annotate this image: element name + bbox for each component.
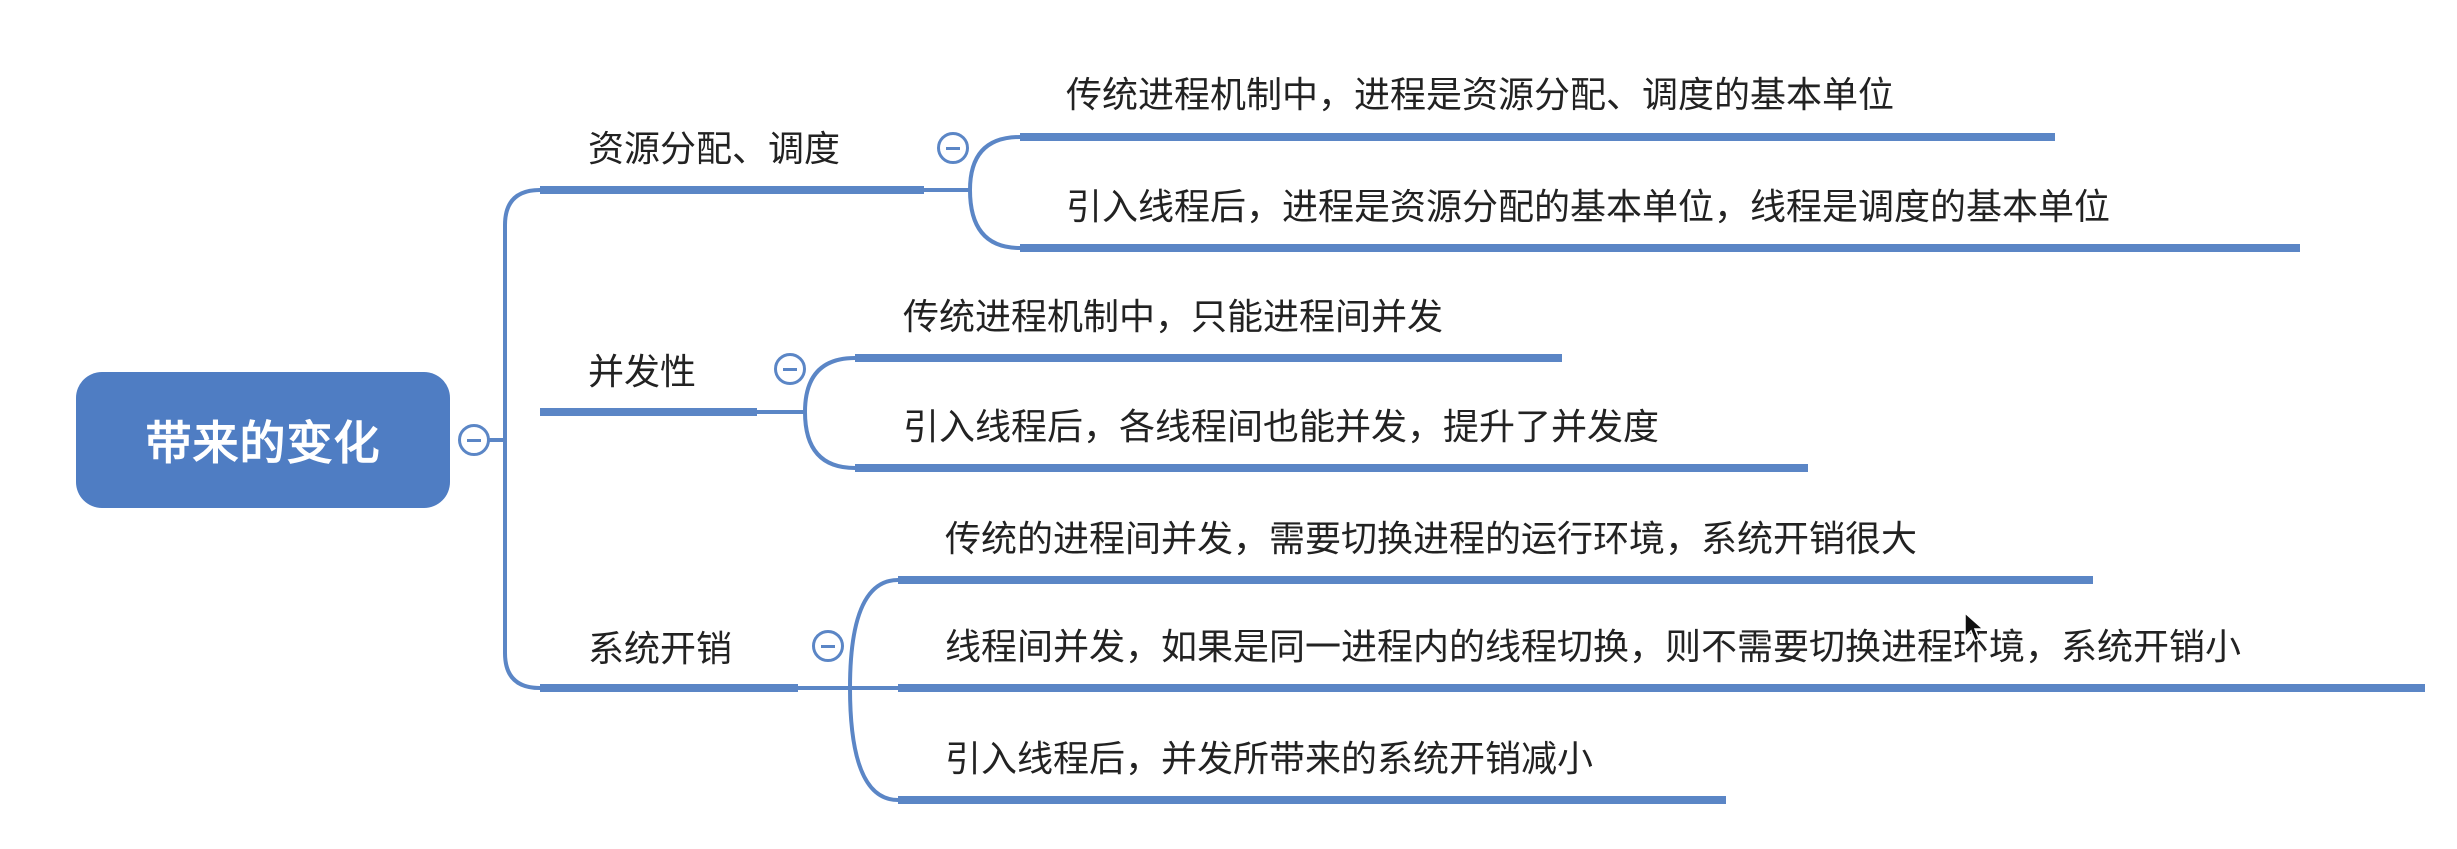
root-bracket-connector	[503, 188, 541, 690]
collapse-minus-icon	[821, 644, 835, 648]
branch-label-resource-scheduling[interactable]: 资源分配、调度	[588, 129, 841, 170]
leaf-label[interactable]: 引入线程后，进程是资源分配的基本单位，线程是调度的基本单位	[1066, 187, 2111, 228]
root-collapse-toggle[interactable]	[458, 424, 490, 456]
collapse-minus-icon	[467, 438, 481, 442]
child-connector	[924, 188, 1021, 250]
collapse-minus-icon	[783, 367, 797, 371]
leaf-label[interactable]: 传统进程机制中，进程是资源分配、调度的基本单位	[1066, 75, 1895, 116]
child-connector	[757, 410, 856, 470]
mouse-pointer-icon	[1964, 611, 1985, 643]
root-node[interactable]: 带来的变化	[76, 372, 450, 508]
branch-collapse-toggle[interactable]	[812, 630, 844, 662]
root-label: 带来的变化	[145, 416, 381, 470]
collapse-minus-icon	[946, 146, 960, 150]
branch-collapse-toggle[interactable]	[774, 353, 806, 385]
leaf-label[interactable]: 传统进程机制中，只能进程间并发	[903, 297, 1444, 338]
child-connector	[798, 686, 899, 802]
branch-label-concurrency[interactable]: 并发性	[588, 352, 697, 393]
child-connector	[757, 356, 856, 414]
leaf-label[interactable]: 线程间并发，如果是同一进程内的线程切换，则不需要切换进程环境，系统开销小	[945, 627, 2242, 668]
branch-label-system-overhead[interactable]: 系统开销	[588, 629, 733, 670]
branch-collapse-toggle[interactable]	[937, 132, 969, 164]
child-connector	[798, 578, 899, 690]
leaf-label[interactable]: 引入线程后，并发所带来的系统开销减小	[945, 739, 1594, 780]
leaf-label[interactable]: 引入线程后，各线程间也能并发，提升了并发度	[903, 407, 1660, 448]
leaf-label[interactable]: 传统的进程间并发，需要切换进程的运行环境，系统开销很大	[945, 519, 1918, 560]
